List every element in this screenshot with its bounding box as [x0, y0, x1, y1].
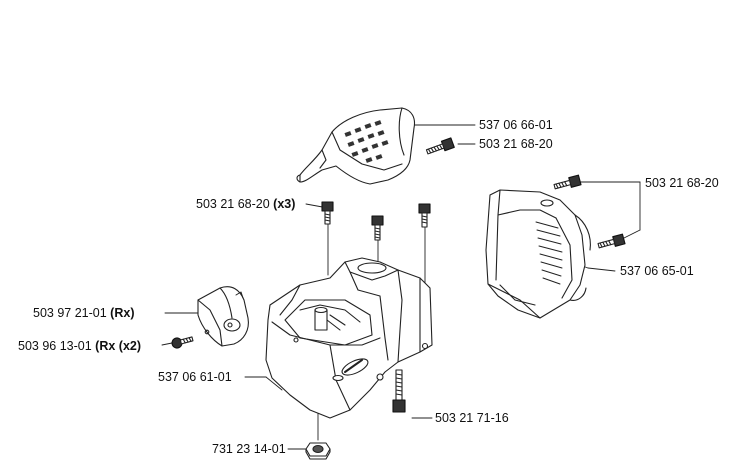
deflector [197, 286, 249, 347]
top-cover-screw [425, 137, 455, 155]
vertical-screw-3 [418, 203, 431, 228]
bottom-nut [305, 442, 331, 460]
label-vertical-screws: 503 21 68-20 (x3) [196, 197, 295, 211]
cooling-fins [535, 221, 563, 285]
vertical-screw-1 [321, 201, 334, 225]
label-bottom-screw: 503 21 71-16 [435, 411, 509, 425]
bottom-screw [392, 369, 406, 413]
label-deflector: 503 97 21-01 (Rx) [33, 306, 134, 320]
small-screw-part: 503 96 13-01 [18, 339, 92, 353]
deflector-qty: (Rx) [110, 306, 135, 320]
label-right-cover: 537 06 65-01 [620, 264, 694, 278]
deflector-part: 503 97 21-01 [33, 306, 107, 320]
right-cover-screw-upper [553, 174, 582, 190]
vertical-screw-2 [371, 215, 384, 241]
vertical-screws-part: 503 21 68-20 [196, 197, 270, 211]
label-top-muffler-cover: 537 06 66-01 [479, 118, 553, 132]
vent-slots [344, 120, 389, 163]
cylinder-cover [265, 257, 433, 419]
vertical-screws-qty: (x3) [273, 197, 296, 211]
small-screw-qty: (Rx (x2) [95, 339, 142, 353]
label-cylinder-cover: 537 06 61-01 [158, 370, 232, 384]
label-small-screw: 503 96 13-01 (Rx (x2) [18, 339, 141, 353]
top-muffler-cover [296, 107, 416, 185]
label-top-cover-screw: 503 21 68-20 [479, 137, 553, 151]
label-right-cover-screws: 503 21 68-20 [645, 176, 719, 190]
right-cover [485, 189, 591, 319]
label-bottom-nut: 731 23 14-01 [212, 442, 286, 456]
right-cover-screw-lower [597, 233, 626, 249]
small-screw [171, 336, 194, 349]
